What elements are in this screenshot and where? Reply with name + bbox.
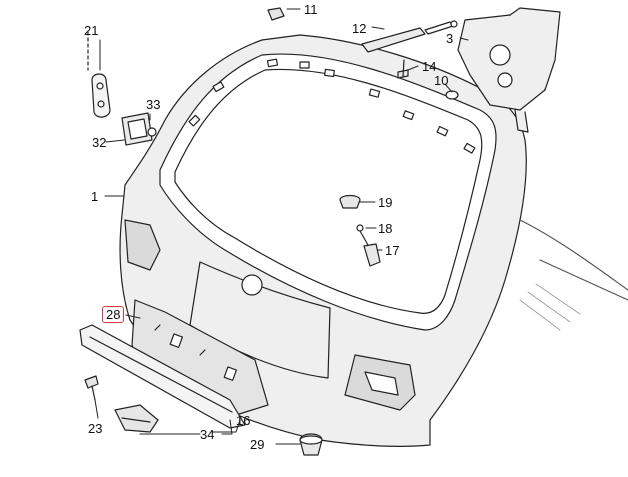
washer-10 bbox=[445, 90, 459, 100]
callout-18: 18 bbox=[378, 221, 393, 236]
gasket-32 bbox=[121, 112, 157, 146]
callout-16: 16 bbox=[236, 413, 251, 428]
window-frame-inner bbox=[174, 68, 483, 314]
callout-32: 32 bbox=[92, 135, 107, 150]
bracket-34 bbox=[114, 404, 159, 433]
callout-23: 23 bbox=[88, 421, 103, 436]
bolt-14 bbox=[397, 59, 409, 79]
callout-21: 21 bbox=[84, 23, 99, 38]
hinge-assembly-3 bbox=[457, 7, 561, 133]
callout-3: 3 bbox=[446, 31, 454, 46]
leader-lines bbox=[94, 8, 469, 445]
trim-strip bbox=[79, 324, 246, 429]
callout-28: 28 bbox=[102, 306, 125, 323]
window-clips bbox=[188, 58, 476, 154]
callout-19: 19 bbox=[378, 195, 393, 210]
callout-34: 34 bbox=[200, 427, 215, 442]
nut-11 bbox=[267, 7, 285, 21]
clip-23 bbox=[84, 375, 99, 401]
gas-strut-12 bbox=[361, 20, 458, 53]
callout-29: 29 bbox=[250, 437, 265, 452]
callout-17: 17 bbox=[385, 243, 400, 258]
callout-12: 12 bbox=[352, 21, 367, 36]
callout-1: 1 bbox=[91, 189, 99, 204]
hinge-21 bbox=[87, 31, 111, 118]
body-contour bbox=[519, 219, 628, 291]
callout-11: 11 bbox=[304, 2, 318, 17]
callout-10: 10 bbox=[434, 73, 449, 88]
grommet-19 bbox=[339, 194, 361, 209]
callout-33: 33 bbox=[146, 97, 161, 112]
pin-18 bbox=[356, 224, 369, 246]
badge-emblem bbox=[241, 274, 263, 296]
callout-14: 14 bbox=[422, 59, 437, 74]
bumper-stop-29 bbox=[299, 433, 323, 456]
left-light-cavity bbox=[124, 219, 161, 271]
buffer-17 bbox=[363, 243, 381, 267]
window-frame bbox=[159, 53, 497, 331]
